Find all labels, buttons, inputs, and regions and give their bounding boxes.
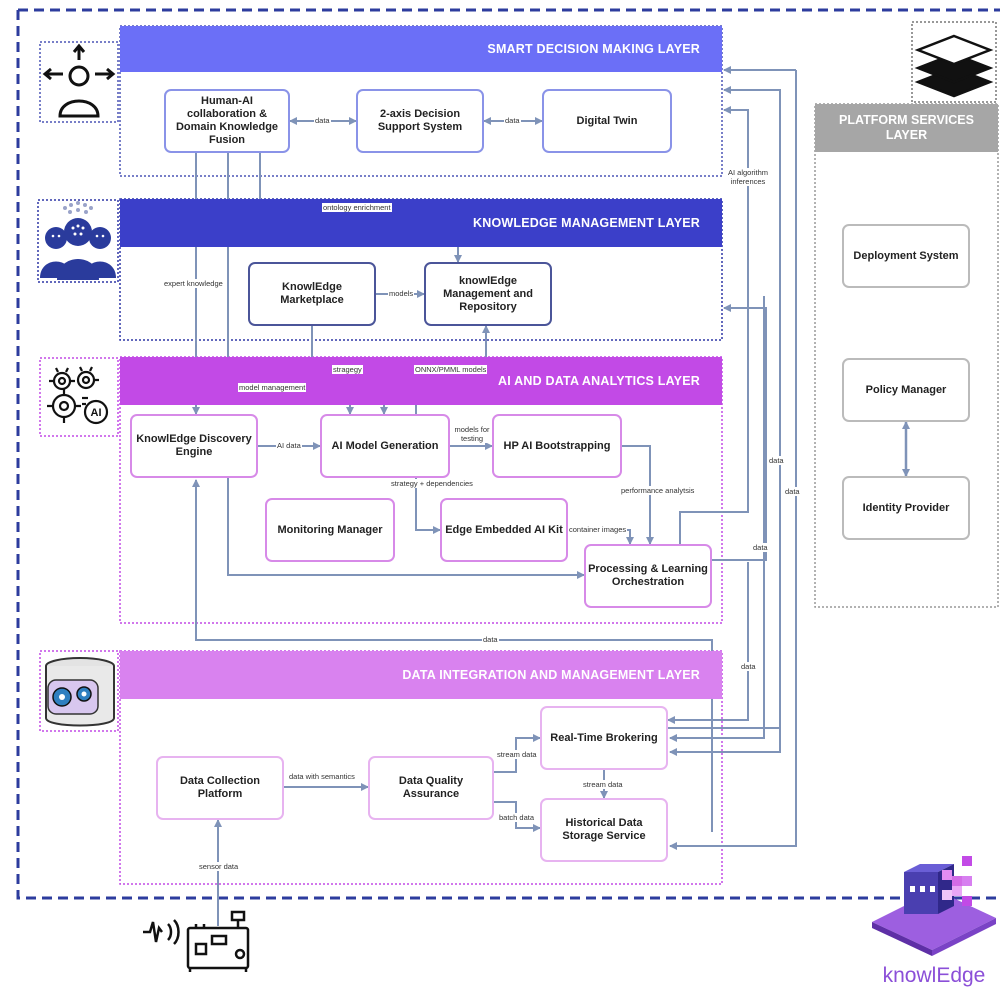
stacked-layers-icon [914,34,994,98]
node-human-ai-collaboration[interactable]: Human-AI collaboration & Domain Knowledg… [164,89,290,153]
knowledge-logo-graphic [872,856,996,956]
human-icon-box [39,41,119,123]
node-data-collection[interactable]: Data Collection Platform [156,756,284,820]
edge-label-ontology: ontology enrichment [322,203,392,212]
node-discovery-engine[interactable]: KnowlEdge Discovery Engine [130,414,258,478]
edge-label-stragegy: stragegy [332,365,363,374]
team-icon-box [37,199,119,283]
platform-layer-band: PLATFORM SERVICES LAYER [815,104,998,152]
edge-label-performance: performance analytsis [620,486,696,495]
edge-label-data-r4: data [740,662,757,671]
edge-processing-km [712,304,767,561]
node-data-quality[interactable]: Data Quality Assurance [368,756,494,820]
node-marketplace[interactable]: KnowlEdge Marketplace [248,262,376,326]
edge-performance [622,445,654,545]
node-realtime-brokering[interactable]: Real-Time Brokering [540,706,668,770]
edge-label-data-2: data [504,116,521,125]
edge-ai-inferences [679,106,749,544]
node-monitoring-manager[interactable]: Monitoring Manager [265,498,395,562]
brand-wordmark: knowlEdge [883,964,986,987]
platform-panel-outline [814,103,999,608]
edge-label-data-r2: data [784,487,801,496]
edge-label-models-testing: models for testing [452,425,492,443]
edge-label-stream-2: stream data [582,780,624,789]
node-decision-support[interactable]: 2-axis Decision Support System [356,89,484,153]
outer-frame [16,8,1000,900]
sensor-device-icon [143,910,250,972]
edge-historical-discovery [192,479,713,832]
edge-label-batch: batch data [498,813,536,822]
edge-strategy-dep [415,478,441,534]
database-icon-box [39,650,119,732]
edge-right-brokering [669,380,781,756]
edge-right-historical [669,70,797,850]
node-processing-orchestration[interactable]: Processing & Learning Orchestration [584,544,712,608]
node-km-repository[interactable]: knowlEdge Management and Repository [424,262,552,326]
node-policy-manager[interactable]: Policy Manager [842,358,970,422]
human-decision-icon [42,43,116,118]
node-identity-provider[interactable]: Identity Provider [842,476,970,540]
edge-label-data-bottom: data [482,635,499,644]
edge-label-onnx: ONNX/PMML models [414,365,488,374]
node-deployment-system[interactable]: Deployment System [842,224,970,288]
edge-label-ai-inferences: AI algorithm inferences [724,168,772,186]
smart-layer-band: SMART DECISION MAKING LAYER [120,26,722,72]
team-knowledge-icon [40,201,116,280]
gears-ai-icon [47,366,109,425]
data-layer-band: DATA INTEGRATION AND MANAGEMENT LAYER [120,651,722,699]
edge-label-data-1: data [314,116,331,125]
edge-km-brokering [669,296,765,742]
edge-label-expert-knowledge: expert knowledge [163,279,224,288]
edge-label-semantics: data with semantics [288,772,356,781]
edge-label-models: models [388,289,415,298]
node-model-generation[interactable]: AI Model Generation [320,414,450,478]
edge-processing-brokering [667,562,749,724]
node-digital-twin[interactable]: Digital Twin [542,89,672,153]
edge-label-data-r3: data [752,543,769,552]
edge-label-container: container images [568,525,628,534]
knowledge-layer-band: KNOWLEDGE MANAGEMENT LAYER [120,199,722,247]
layers-icon-box [911,21,997,103]
edge-label-strategy-dep: strategy + dependencies [390,479,474,488]
gear-ai-icon-box [39,357,119,437]
database-gears-icon [45,657,115,727]
edge-label-data-r1: data [768,456,785,465]
node-historical-storage[interactable]: Historical Data Storage Service [540,798,668,862]
connectors [192,66,910,926]
edge-label-sensor: sensor data [198,862,240,871]
ai-icon-glyph: AI [91,407,102,419]
edge-discovery-processing [227,478,585,579]
edge-label-stream-1: stream data [496,750,538,759]
node-edge-ai-kit[interactable]: Edge Embedded AI Kit [440,498,568,562]
edge-label-ai-data: AI data [276,441,302,450]
node-hp-bootstrapping[interactable]: HP AI Bootstrapping [492,414,622,478]
edge-label-model-management: model management [238,383,307,392]
